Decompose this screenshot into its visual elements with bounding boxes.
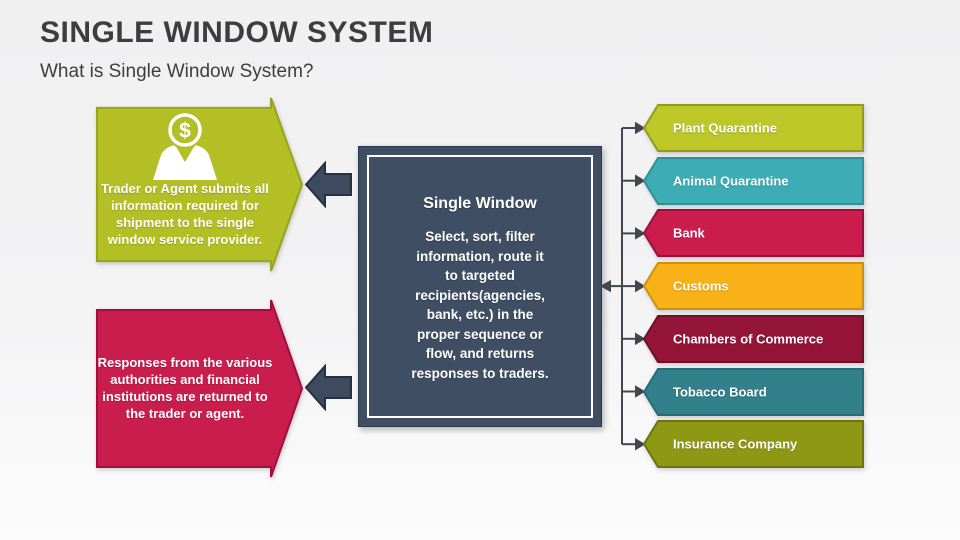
arrowhead-icon — [635, 279, 646, 293]
banner-animal-quarantine: Animal Quarantine — [643, 156, 865, 205]
trader-box-text: Trader or Agent submits all information … — [101, 181, 269, 247]
trader-dollar-icon: $ — [153, 113, 217, 180]
banner-label: Customs — [673, 278, 729, 294]
arrowhead-icon — [635, 332, 646, 346]
banner-shape — [643, 209, 864, 258]
arrowhead-icon — [635, 385, 646, 398]
trader-box: $ Trader or Agent submits all informatio… — [95, 96, 305, 273]
arrowhead-to-center-icon — [599, 279, 611, 293]
page-title: SINGLE WINDOW SYSTEM — [40, 16, 434, 49]
arrowhead-icon — [635, 437, 646, 451]
banner-label: Chambers of Commerce — [673, 331, 824, 347]
banner-tobacco-board: Tobacco Board — [643, 367, 865, 416]
banner-label: Insurance Company — [673, 436, 798, 452]
single-window-title: Single Window — [423, 195, 537, 212]
banner-bank: Bank — [643, 209, 865, 258]
responses-box-shape — [96, 299, 304, 478]
responses-box: Responses from the various authorities a… — [95, 298, 305, 479]
svg-text:$: $ — [179, 120, 191, 143]
connector-tree — [599, 121, 646, 451]
responses-box-text: Responses from the various authorities a… — [97, 355, 273, 421]
banner-shape — [643, 104, 864, 152]
single-window-box: Single Window Select, sort, filter infor… — [358, 146, 602, 427]
banner-label: Tobacco Board — [673, 384, 767, 399]
arrowhead-icon — [635, 121, 646, 135]
banner-label: Plant Quarantine — [673, 120, 778, 136]
single-window-inner-frame: Single Window Select, sort, filter infor… — [367, 155, 593, 418]
trader-box-shape — [96, 97, 304, 272]
flow-arrow-bottom-shape — [305, 364, 352, 411]
banner-shape — [643, 156, 864, 205]
banner-customs: Customs — [643, 262, 865, 311]
banner-shape — [643, 314, 864, 363]
banner-plant-quarantine: Plant Quarantine — [643, 104, 865, 152]
arrowhead-icon — [635, 174, 646, 187]
page-subtitle: What is Single Window System? — [40, 61, 314, 82]
banner-shape — [643, 420, 864, 469]
banner-chambers-of-commerce: Chambers of Commerce — [643, 314, 865, 363]
banner-label: Bank — [673, 225, 705, 241]
banner-insurance-company: Insurance Company — [643, 420, 865, 469]
flow-arrow-top — [305, 161, 352, 208]
banner-label: Animal Quarantine — [673, 173, 789, 189]
banner-shape — [643, 262, 864, 311]
banner-shape — [643, 367, 864, 416]
flow-arrow-bottom — [305, 364, 352, 411]
flow-arrow-top-shape — [305, 161, 352, 208]
arrowhead-icon — [635, 227, 646, 240]
single-window-body: Select, sort, filter information, route … — [411, 229, 549, 381]
